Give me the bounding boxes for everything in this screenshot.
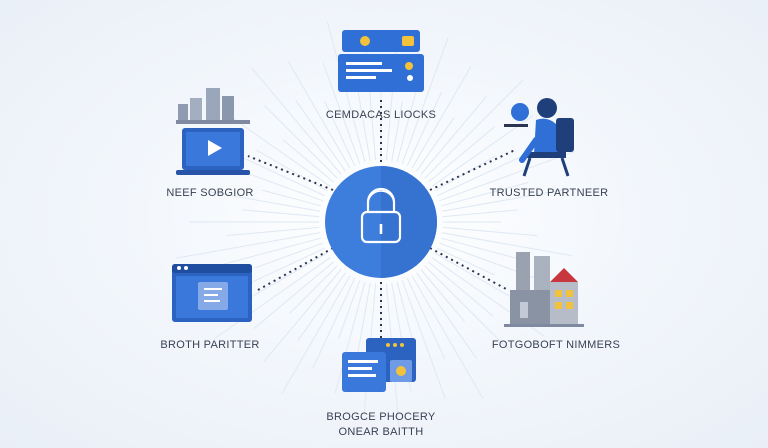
ray-line <box>424 79 524 179</box>
ray-line <box>442 226 538 237</box>
ray-line <box>428 261 494 317</box>
radiating-rays <box>176 21 575 431</box>
ray-line <box>281 275 351 394</box>
ray-line <box>411 275 484 399</box>
ray-line <box>442 209 518 218</box>
connector-left-bottom <box>257 247 334 291</box>
label-right-bottom: FOTGOBOFT NIMMERS <box>491 339 621 351</box>
ray-line <box>338 280 361 339</box>
ray-line <box>250 252 328 298</box>
ray-line <box>250 66 342 175</box>
label-bottom-line1: BROGCE PHOCERY <box>326 411 436 423</box>
ray-line <box>436 150 535 197</box>
browser-window-icon <box>172 264 252 322</box>
ray-line <box>322 62 361 164</box>
ray-line <box>176 232 321 259</box>
ray-line <box>214 257 331 339</box>
factory-icon <box>504 252 584 327</box>
label-left-top: NEEF SOBGIOR <box>166 187 254 199</box>
ray-line <box>263 104 338 179</box>
ray-line <box>391 101 403 162</box>
ray-line <box>297 272 346 342</box>
label-right-top: TRUSTED PARTNEER <box>489 187 609 199</box>
ray-line <box>434 252 522 304</box>
person-chair-icon <box>504 98 574 177</box>
ray-line <box>295 99 346 172</box>
ray-line <box>226 226 320 237</box>
ray-line <box>282 139 334 183</box>
ray-line <box>436 247 495 276</box>
ray-line <box>441 232 573 257</box>
ray-line <box>312 277 356 369</box>
ray-line <box>406 277 446 360</box>
ray-line <box>242 209 320 218</box>
ray-line <box>256 149 328 192</box>
ray-line <box>441 188 569 212</box>
ray-line <box>253 261 334 330</box>
ray-line <box>289 265 338 314</box>
ray-line <box>324 101 356 167</box>
server-card-icon <box>338 30 424 92</box>
label-top: CEMDACAS LIOCKS <box>325 109 437 121</box>
hub-node <box>325 166 437 278</box>
ray-line <box>363 31 377 161</box>
label-left-bottom: BROTH PARITTER <box>160 339 260 351</box>
ray-line <box>401 280 446 399</box>
label-bottom-line2: ONEAR BAITTH <box>338 426 424 438</box>
ray-line <box>254 242 323 269</box>
ray-line <box>262 189 322 207</box>
ray-line <box>431 115 533 187</box>
ray-line <box>411 65 472 169</box>
connector-right-bottom <box>429 247 509 291</box>
ray-line <box>440 237 518 259</box>
ray-line <box>207 190 321 212</box>
ray-line <box>416 272 478 360</box>
ray-line <box>428 126 495 183</box>
ray-line <box>263 269 342 362</box>
ray-line <box>232 117 331 187</box>
ray-line <box>434 155 496 192</box>
ray-line <box>334 281 366 394</box>
ray-line <box>439 151 575 202</box>
ray-line <box>356 282 371 360</box>
ray-line <box>406 92 442 167</box>
ray-line <box>420 96 487 175</box>
ray-line <box>439 242 549 284</box>
connector-right-top <box>429 149 516 191</box>
ray-line <box>401 37 449 164</box>
document-stack-icon <box>342 338 416 392</box>
padlock-icon <box>360 187 402 244</box>
ray-line <box>420 269 465 322</box>
connectors <box>247 96 516 345</box>
ray-line <box>215 237 322 267</box>
ray-line <box>424 265 511 352</box>
ray-line <box>416 117 455 172</box>
laptop-video-icon <box>176 88 250 175</box>
ray-line <box>440 181 529 207</box>
ray-line <box>326 21 366 163</box>
ray-line <box>287 60 351 169</box>
